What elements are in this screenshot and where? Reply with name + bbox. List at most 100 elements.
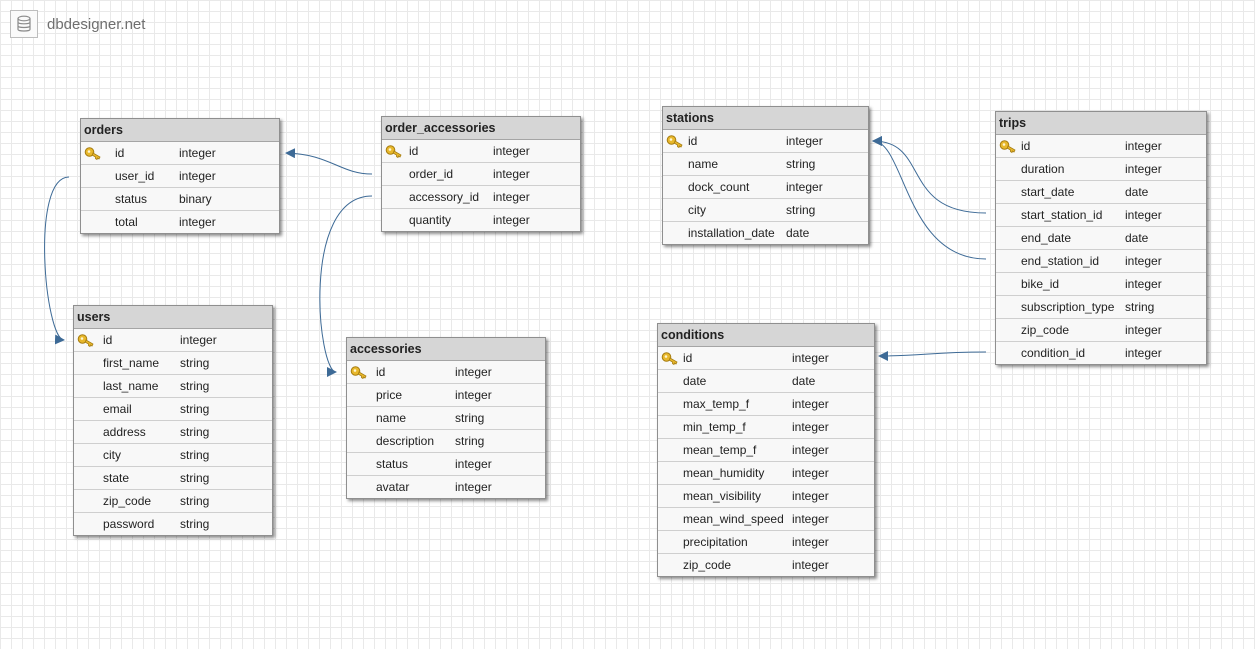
column-name: precipitation	[683, 535, 748, 549]
column-name: mean_visibility	[683, 489, 762, 503]
column-type: integer	[1125, 346, 1162, 360]
column-name: price	[376, 388, 403, 402]
table-row[interactable]: id integer	[996, 135, 1206, 158]
primary-key-icon	[385, 143, 403, 159]
primary-key-icon	[999, 138, 1017, 154]
column-type: string	[786, 203, 816, 217]
relation-orders-users	[44, 176, 70, 345]
column-name: id	[409, 144, 419, 158]
brand[interactable]: dbdesigner.net	[10, 10, 145, 38]
column-name: city	[688, 203, 706, 217]
table-title[interactable]: accessories	[347, 338, 545, 361]
column-type: integer	[792, 466, 829, 480]
table-title[interactable]: stations	[663, 107, 868, 130]
column-name: max_temp_f	[683, 397, 750, 411]
column-name: description	[376, 434, 435, 448]
column-type: integer	[1125, 139, 1162, 153]
column-name: password	[103, 517, 155, 531]
table-title[interactable]: users	[74, 306, 272, 329]
column-type: integer	[455, 365, 492, 379]
table-row[interactable]: id integer	[347, 361, 545, 384]
column-name: id	[1021, 139, 1031, 153]
table-row[interactable]: city string	[74, 444, 272, 467]
column-name: id	[376, 365, 386, 379]
column-type: string	[455, 411, 485, 425]
column-type: integer	[1125, 254, 1162, 268]
table-title[interactable]: conditions	[658, 324, 874, 347]
column-type: integer	[493, 190, 530, 204]
table-row[interactable]: mean_visibility integer	[658, 485, 874, 508]
table-row[interactable]: city string	[663, 199, 868, 222]
column-type: date	[1125, 231, 1149, 245]
relation-trips-conditions	[878, 350, 987, 361]
column-name: user_id	[115, 169, 155, 183]
column-type: integer	[792, 489, 829, 503]
column-name: city	[103, 448, 121, 462]
table-title[interactable]: trips	[996, 112, 1206, 135]
column-type: integer	[792, 443, 829, 457]
table-title[interactable]: orders	[81, 119, 279, 142]
column-name: start_date	[1021, 185, 1075, 199]
column-type: string	[180, 471, 210, 485]
column-name: mean_humidity	[683, 466, 765, 480]
table-title[interactable]: order_accessories	[382, 117, 580, 140]
column-type: integer	[786, 180, 823, 194]
column-name: total	[115, 215, 138, 229]
column-type: string	[180, 356, 210, 370]
column-type: string	[180, 448, 210, 462]
column-name: email	[103, 402, 132, 416]
database-icon	[10, 10, 38, 38]
column-name: zip_code	[103, 494, 152, 508]
table-row[interactable]: mean_humidity integer	[658, 462, 874, 485]
